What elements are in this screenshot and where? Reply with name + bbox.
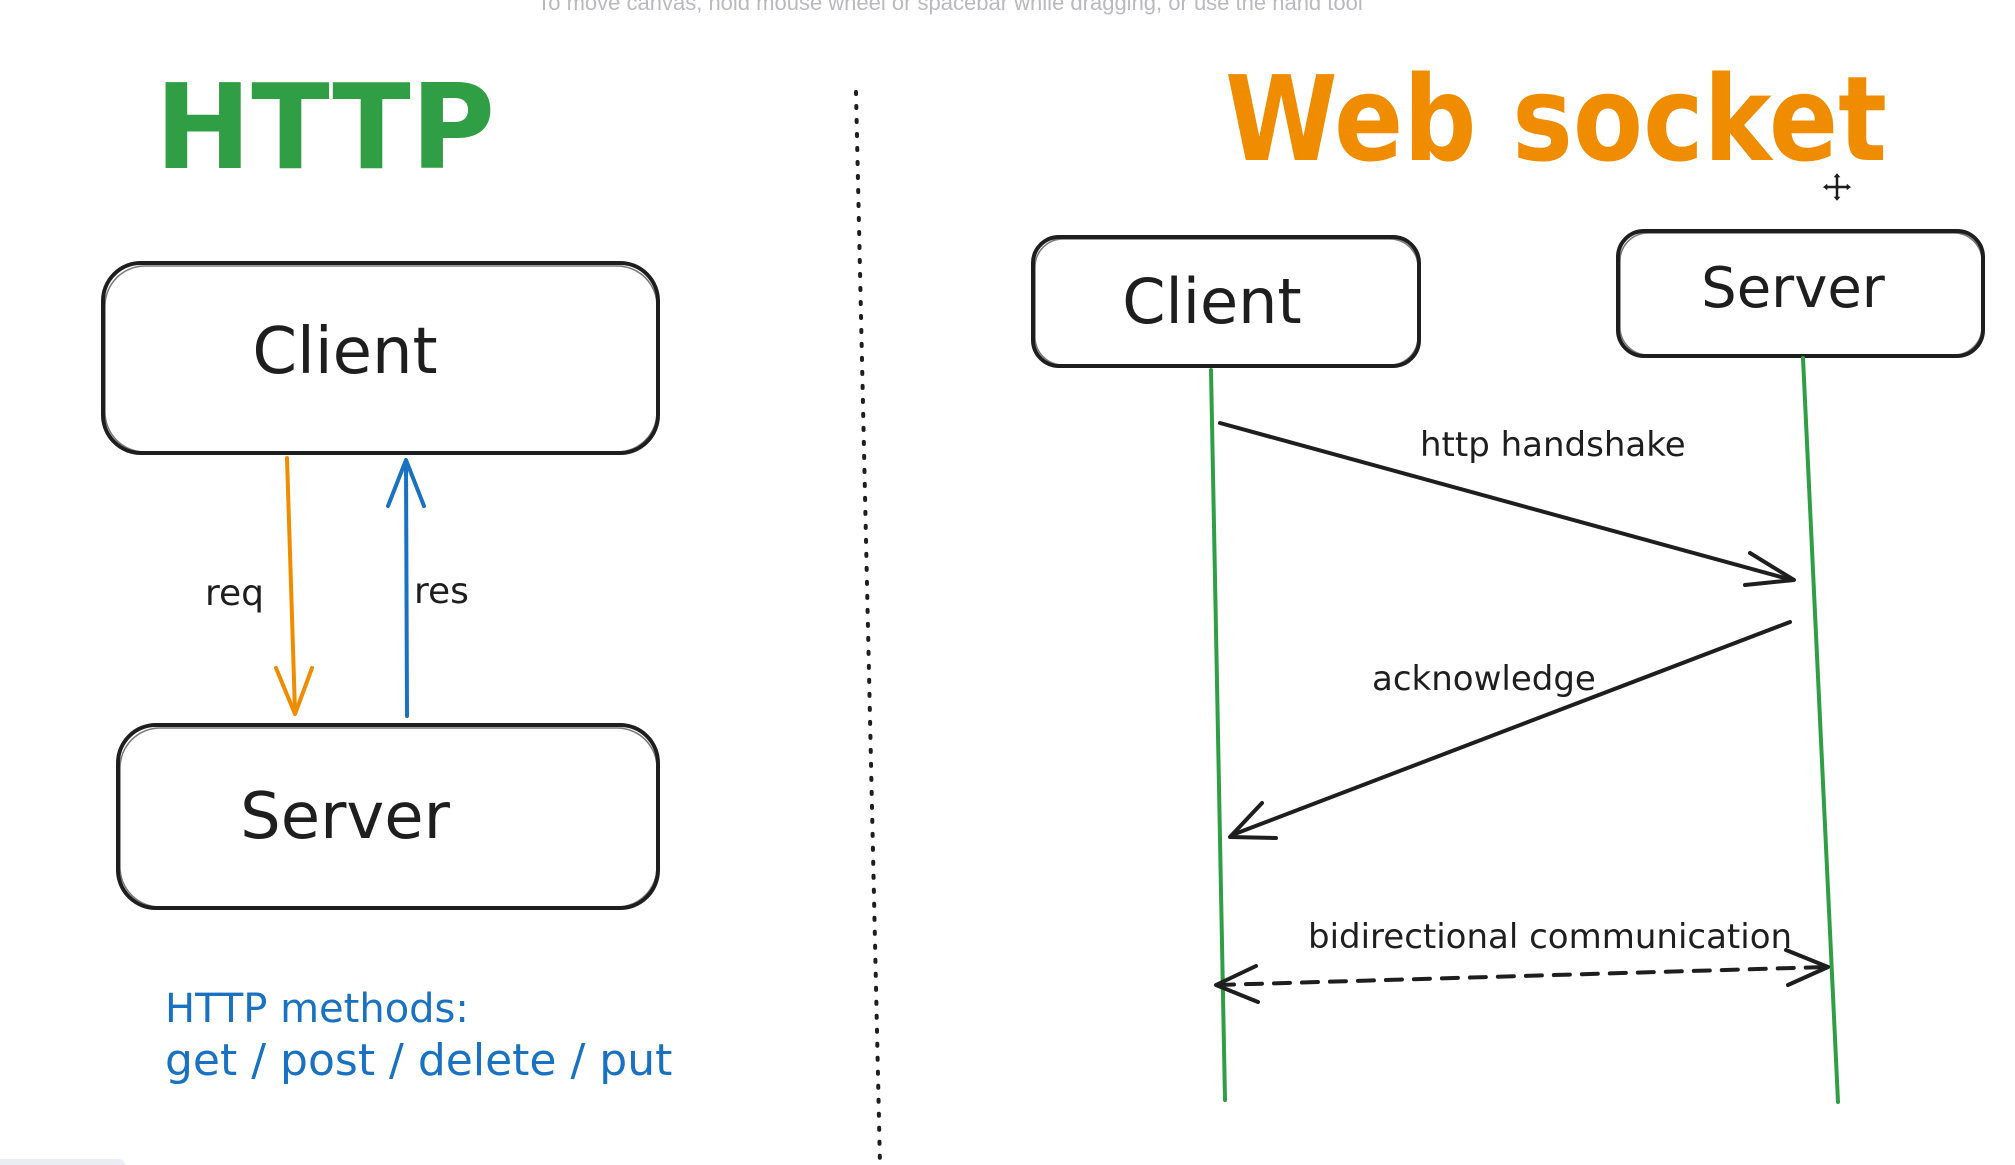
- canvas-hint: To move canvas, hold mouse wheel or spac…: [537, 0, 1363, 15]
- http-server-label: Server: [240, 780, 451, 854]
- move-cursor-icon: [1821, 171, 1853, 203]
- section-divider[interactable]: [854, 90, 882, 1165]
- handshake-arrow[interactable]: [1218, 421, 1796, 587]
- client-lifeline[interactable]: [1209, 368, 1227, 1102]
- ws-client-label: Client: [1122, 265, 1302, 338]
- http-methods-list[interactable]: get / post / delete / put: [165, 1035, 672, 1086]
- acknowledge-label: acknowledge: [1372, 659, 1596, 699]
- ws-client-box[interactable]: Client: [1031, 235, 1421, 368]
- bidirectional-arrow[interactable]: [1214, 948, 1830, 1004]
- websocket-title[interactable]: Web socket: [1225, 50, 1887, 188]
- request-arrow[interactable]: [274, 456, 314, 716]
- http-section: HTTP Client Server req res HTTP methods:…: [101, 58, 672, 1086]
- req-label: req: [205, 573, 264, 614]
- http-client-box[interactable]: Client: [101, 261, 660, 455]
- corner-tab[interactable]: [0, 1159, 125, 1165]
- ws-server-box[interactable]: Server: [1616, 229, 1985, 358]
- res-label: res: [414, 571, 469, 612]
- websocket-section: Web socket Client Server http handshake …: [1031, 50, 1985, 1104]
- handshake-label: http handshake: [1420, 425, 1686, 465]
- server-lifeline[interactable]: [1801, 356, 1840, 1104]
- http-methods-title[interactable]: HTTP methods:: [165, 986, 469, 1032]
- http-client-label: Client: [252, 315, 437, 389]
- http-title[interactable]: HTTP: [155, 58, 495, 196]
- bidirectional-label: bidirectional communication: [1308, 917, 1792, 957]
- ws-server-label: Server: [1701, 256, 1886, 321]
- http-server-box[interactable]: Server: [116, 723, 660, 910]
- acknowledge-arrow[interactable]: [1228, 620, 1792, 840]
- response-arrow[interactable]: [386, 458, 426, 718]
